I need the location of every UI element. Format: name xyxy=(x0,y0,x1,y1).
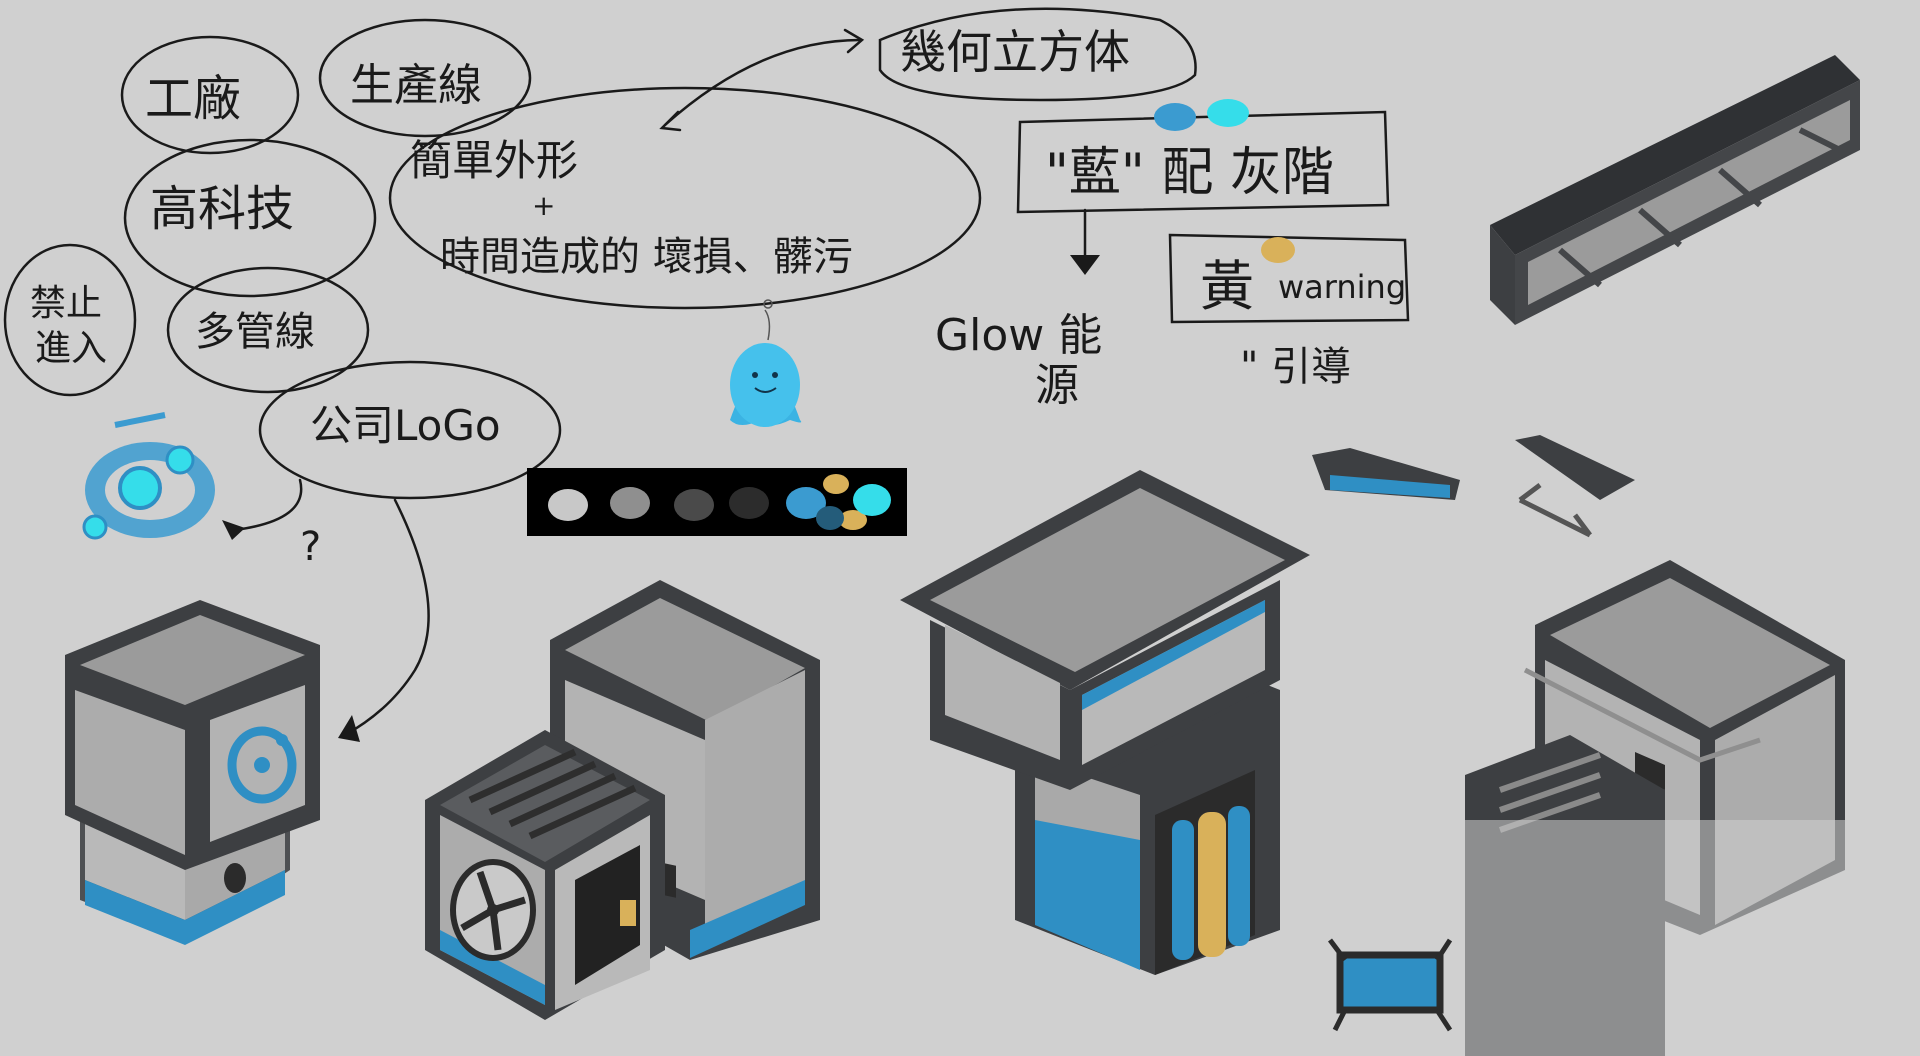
palette-strip xyxy=(527,468,907,536)
pipe-blue-2 xyxy=(1228,806,1250,946)
fan-icon xyxy=(450,859,536,961)
note-question: ? xyxy=(300,524,321,570)
small-canopy-prop xyxy=(1312,448,1460,500)
truss-braces xyxy=(1558,127,1842,288)
small-bench-prop xyxy=(1515,435,1635,538)
note-yellow: 黃 xyxy=(1200,255,1254,318)
swatch-charcoal xyxy=(729,487,769,519)
swatch-cyan xyxy=(853,484,891,516)
arrow-shape-to-geometric xyxy=(663,38,862,127)
building-fan-unit xyxy=(425,580,820,1020)
note-no-entry-2: 進入 xyxy=(35,328,107,369)
box-blue-gray xyxy=(1016,110,1390,214)
building-central-tower xyxy=(900,470,1310,975)
swatch-dark-gray xyxy=(674,489,714,521)
note-time-wear: 時間造成的 壞損、髒污 xyxy=(440,234,853,280)
arrow-box-head xyxy=(338,715,360,742)
note-plus: + xyxy=(532,189,555,222)
note-glow-2: 源 xyxy=(1035,360,1079,411)
logo-sketch-icon xyxy=(82,412,215,540)
dot-yellow xyxy=(1261,237,1295,263)
note-warning: warning xyxy=(1278,268,1406,306)
swatch-blue xyxy=(786,487,826,519)
note-no-entry-1: 禁止 xyxy=(30,283,102,324)
small-sign-prop xyxy=(1328,938,1453,1032)
note-multi-pipes: 多管線 xyxy=(195,309,315,355)
note-blue-gray: "藍" 配 灰階 xyxy=(1045,143,1334,203)
arrow-logo-to-emblem xyxy=(233,478,303,532)
note-geometric-solid: 幾何立方体 xyxy=(900,25,1130,79)
note-factory: 工廠 xyxy=(145,71,241,127)
swatch-yellow xyxy=(823,474,849,494)
bubble-wear xyxy=(388,86,982,310)
note-glow-1: Glow 能 xyxy=(935,310,1102,361)
bubble-multi-pipes xyxy=(166,266,370,394)
arrow-down-head xyxy=(1070,255,1100,275)
arrow-emblem-head xyxy=(222,520,245,540)
yellow-panel xyxy=(620,900,636,926)
note-simple-shape: 簡單外形 xyxy=(410,136,578,185)
note-production-line: 生產線 xyxy=(350,60,482,111)
note-texts: 工廠 生產線 高科技 禁止 進入 多管線 公司LoGo 簡單外形 + 時間造成的… xyxy=(30,25,1406,570)
note-bubbles xyxy=(3,7,1410,737)
glow-mascot-icon xyxy=(730,299,802,427)
vent-slats xyxy=(468,748,637,840)
swatch-deep-blue xyxy=(816,506,844,530)
note-high-tech: 高科技 xyxy=(150,181,294,237)
building-right-tower xyxy=(1450,560,1860,1056)
note-company-logo: 公司LoGo xyxy=(310,401,501,450)
bubble-production-line xyxy=(318,18,532,138)
pipe-blue xyxy=(1172,820,1194,960)
arrow-head-left xyxy=(659,110,682,132)
bubble-factory xyxy=(120,35,300,155)
truss-beam xyxy=(1490,55,1860,325)
tower-logo-emblem xyxy=(227,726,297,804)
swatch-yellow-2 xyxy=(839,510,867,530)
dot-cyan xyxy=(1207,99,1249,127)
swatch-mid-gray xyxy=(610,487,650,519)
bubble-company-logo xyxy=(258,360,562,500)
pipe-yellow xyxy=(1198,812,1226,957)
note-guide: " 引導 xyxy=(1240,344,1351,390)
swatch-light-gray xyxy=(548,489,588,521)
bubble-no-entry xyxy=(3,243,137,397)
arrow-logo-to-box xyxy=(343,498,430,737)
railing xyxy=(1523,667,1761,763)
bubble-geometric xyxy=(878,7,1197,102)
bubble-high-tech xyxy=(123,138,377,298)
dot-blue xyxy=(1154,103,1196,131)
box-yellow-warning xyxy=(1168,233,1410,324)
building-logo-tower xyxy=(65,600,320,945)
arrow-head-right xyxy=(843,28,865,54)
